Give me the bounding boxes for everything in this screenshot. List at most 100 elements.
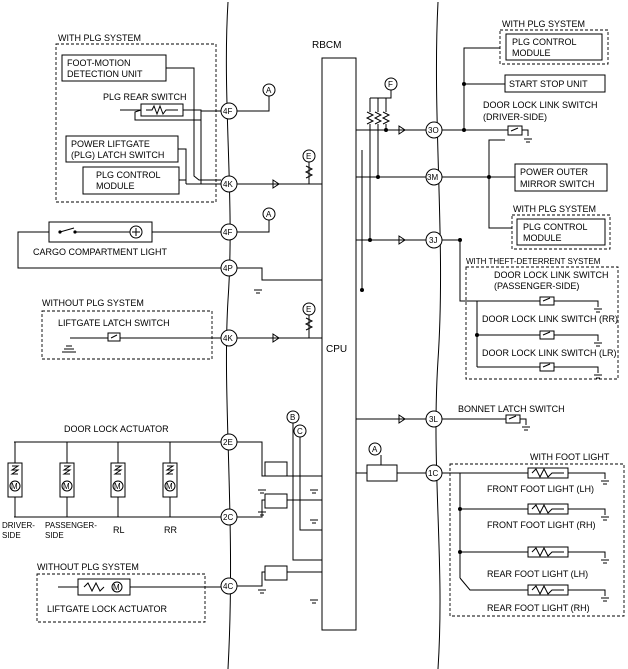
rear-foot-light-lh-label: REAR FOOT LIGHT (LH) (487, 569, 588, 579)
right-plg-top-dashed-box (499, 29, 609, 65)
ref-c-label: C (297, 427, 303, 436)
svg-text:M: M (11, 482, 18, 491)
connector-4f-mid-label: 4F (223, 228, 232, 237)
liftgate-latch-group: WITHOUT PLG SYSTEM LIFTGATE LATCH SWITCH (41, 298, 221, 360)
connector-4f-top-label: 4F (223, 107, 232, 116)
front-foot-light-rh-label: FRONT FOOT LIGHT (RH) (487, 520, 596, 530)
cargo-light-label: CARGO COMPARTMENT LIGHT (33, 247, 168, 257)
rbcm-module: RBCM CPU (225, 1, 442, 669)
connector-2c-label: 2C (223, 513, 233, 522)
connector-4p-label: 4P (223, 264, 233, 273)
liftgate-lock-group: WITHOUT PLG SYSTEM M LIFTGATE LOCK ACTUA… (36, 562, 221, 623)
left-connectors: 4F 4K 4F 4P 4K 2E 2C 4C (220, 102, 238, 595)
actuator-driver-label-2: SIDE (2, 531, 21, 540)
foot-light-title: WITH FOOT LIGHT (530, 452, 610, 462)
connector-4c-label: 4C (223, 582, 233, 591)
right-plg-mid-title: WITH PLG SYSTEM (513, 204, 596, 214)
door-lock-actuator-label: DOOR LOCK ACTUATOR (64, 424, 169, 434)
liftgate-latch-label: LIFTGATE LATCH SWITCH (58, 318, 170, 328)
ref-b-label: B (290, 413, 295, 422)
ref-a-3-label: A (372, 445, 378, 454)
ref-e-2-label: E (306, 305, 311, 314)
front-foot-light-lh-label: FRONT FOOT LIGHT (LH) (487, 484, 594, 494)
internal-wiring-right (356, 90, 426, 482)
cpu-block (321, 57, 357, 631)
bonnet-latch-group: BONNET LATCH SWITCH (442, 404, 565, 431)
foot-light-group: WITH FOOT LIGHT FRONT FOOT LIGHT (LH) FR… (442, 452, 625, 617)
plg-module-mid-line-2: MODULE (523, 233, 562, 243)
right-plg-mid-group: WITH PLG SYSTEM PLG CONTROL MODULE (511, 204, 611, 250)
door-link-rr-label: DOOR LOCK LINK SWITCH (RR) (482, 314, 618, 324)
left-plg-group: WITH PLG SYSTEM FOOT-MOTION DETECTION UN… (55, 33, 221, 203)
connector-3m-label: 3M (427, 173, 438, 182)
left-plg-dashed-box (55, 43, 217, 203)
power-mirror-line-2: MIRROR SWITCH (520, 179, 595, 189)
plg-module-left-line-1: PLG CONTROL (96, 170, 161, 180)
plg-module-top-line-1: PLG CONTROL (512, 37, 577, 47)
door-link-pass-line-1: DOOR LOCK LINK SWITCH (494, 270, 609, 280)
foot-motion-line-1: FOOT-MOTION (67, 58, 131, 68)
without-plg-title-1: WITHOUT PLG SYSTEM (42, 298, 144, 308)
connector-4k-top-label: 4K (223, 180, 233, 189)
door-link-driver-line-2: (DRIVER-SIDE) (483, 112, 547, 122)
connector-3o-label: 3O (428, 126, 439, 135)
connector-1c-label: 1C (428, 469, 438, 478)
plg-latch-line-1: POWER LIFTGATE (71, 139, 150, 149)
without-plg-title-2: WITHOUT PLG SYSTEM (37, 562, 139, 572)
svg-text:M: M (166, 482, 173, 491)
ref-e-1-label: E (306, 152, 311, 161)
left-plg-title: WITH PLG SYSTEM (58, 33, 141, 43)
connector-3l-label: 3L (429, 415, 438, 424)
ref-a-3 (368, 442, 382, 456)
theft-title: WITH THEFT-DETERRENT SYSTEM (466, 257, 601, 266)
plg-module-top-line-2: MODULE (512, 48, 551, 58)
ref-f-label: F (388, 80, 393, 89)
liftgate-lock-label: LIFTGATE LOCK ACTUATOR (47, 604, 168, 614)
ref-a-1-label: A (266, 86, 272, 95)
svg-text:M: M (63, 482, 70, 491)
front-foot-light-lh-symbol (527, 467, 569, 479)
rear-foot-light-rh-symbol (527, 584, 569, 596)
right-connectors: 3O 3M 3J 3L 1C (425, 121, 443, 482)
rear-foot-light-rh-label: REAR FOOT LIGHT (RH) (487, 603, 590, 613)
plg-control-module-left-box (82, 166, 180, 195)
rbcm-title: RBCM (312, 40, 341, 51)
connector-2e-label: 2E (223, 438, 233, 447)
plg-control-module-right-top (505, 33, 603, 61)
right-plg-top-group: WITH PLG SYSTEM PLG CONTROL MODULE START… (442, 19, 609, 132)
plg-control-module-right-mid (516, 218, 606, 246)
plg-latch-switch-box (65, 135, 179, 163)
actuator-pass-label-2: SIDE (45, 531, 64, 540)
svg-text:M: M (114, 482, 121, 491)
ref-a-2-label: A (266, 210, 272, 219)
right-plg-top-title: WITH PLG SYSTEM (502, 19, 585, 29)
theft-dashed-box (465, 266, 619, 380)
bonnet-latch-label: BONNET LATCH SWITCH (458, 404, 565, 414)
plg-module-left-line-2: MODULE (96, 181, 135, 191)
liftgate-lock-dashed-box (36, 573, 206, 623)
rear-foot-light-lh-symbol (527, 546, 569, 558)
cargo-light-group: CARGO COMPARTMENT LIGHT (17, 221, 221, 269)
connector-3j-label: 3J (429, 236, 437, 245)
power-mirror-group: POWER OUTER MIRROR SWITCH (442, 139, 608, 229)
power-mirror-line-1: POWER OUTER (520, 167, 589, 177)
foot-motion-line-2: DETECTION UNIT (67, 69, 143, 79)
power-outer-mirror-box (514, 163, 608, 192)
actuator-rr-label: RR (164, 525, 177, 535)
plg-rear-switch-label: PLG REAR SWITCH (103, 92, 187, 102)
svg-text:M: M (113, 583, 120, 592)
plg-latch-line-2: (PLG) LATCH SWITCH (71, 150, 164, 160)
actuator-rl: M (110, 442, 126, 517)
connector-4k-low-label: 4K (223, 334, 233, 343)
theft-deterrent-group: WITH THEFT-DETERRENT SYSTEM DOOR LOCK LI… (442, 238, 619, 380)
door-link-driver-group: DOOR LOCK LINK SWITCH (DRIVER-SIDE) (442, 100, 598, 143)
door-lock-actuators: DOOR LOCK ACTUATOR M M M (2, 424, 221, 540)
start-stop-label: START STOP UNIT (509, 79, 588, 89)
door-link-driver-line-1: DOOR LOCK LINK SWITCH (483, 100, 598, 110)
actuator-rr: M (162, 442, 178, 517)
foot-light-dashed-box (449, 463, 625, 617)
cpu-label: CPU (326, 344, 347, 355)
actuator-driver-label-1: DRIVER- (2, 521, 35, 530)
actuator-passenger-side: M (59, 442, 75, 517)
